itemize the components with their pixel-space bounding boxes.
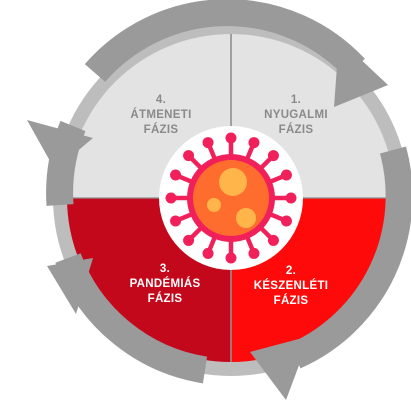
virus-spike-tip xyxy=(248,247,260,259)
virus-spike-tip xyxy=(267,150,279,162)
phase-4-label: 4. ÁTMENETI FÁZIS xyxy=(130,94,191,136)
virus-spikes xyxy=(165,132,297,264)
phase-1-name: NYUGALMI xyxy=(264,109,328,121)
phase-2-number: 2. xyxy=(286,265,296,277)
phase-3-number: 3. xyxy=(160,263,170,275)
virus-spike-tip xyxy=(280,215,292,227)
virus-spot-medium xyxy=(236,208,256,228)
virus-spike-tip xyxy=(225,252,237,264)
virus-spike-tip xyxy=(202,247,214,259)
virus-spike-tip xyxy=(183,150,195,162)
arrowhead-bottom-right xyxy=(250,336,310,400)
phase-2-name: KÉSZENLÉTI xyxy=(254,279,329,292)
phase-2-suffix: FÁZIS xyxy=(274,294,309,307)
phase-3-suffix: FÁZIS xyxy=(148,292,183,305)
phase-1-number: 1. xyxy=(291,94,301,106)
arrowhead-bottom-left xyxy=(47,258,93,314)
virus-spike-tip xyxy=(285,192,297,204)
phase-3-label: 3. PANDÉMIÁS FÁZIS xyxy=(130,263,201,305)
virus-spike-tip xyxy=(165,192,177,204)
virus-spike-tip xyxy=(267,234,279,246)
phase-3-name: PANDÉMIÁS xyxy=(130,277,201,290)
virus-spike-tip xyxy=(202,137,214,149)
virus-spot-small xyxy=(207,198,221,212)
phase-4-name: ÁTMENETI xyxy=(130,108,191,121)
cycle-arrow-right xyxy=(289,146,411,369)
phase-4-number: 4. xyxy=(156,94,166,106)
virus-spike-tip xyxy=(248,137,260,149)
phase-1-label: 1. NYUGALMI FÁZIS xyxy=(264,94,328,136)
virus-spike-tip xyxy=(280,169,292,181)
virus-spot-large xyxy=(219,168,247,196)
virus-spike-tip xyxy=(170,169,182,181)
arrowhead-top-left xyxy=(27,120,93,170)
phase-4-suffix: FÁZIS xyxy=(144,123,179,136)
arrowhead-top-right xyxy=(334,39,388,107)
cycle-arrow-top xyxy=(84,0,365,82)
phase-1-suffix: FÁZIS xyxy=(279,123,314,136)
virus-spike-tip xyxy=(225,132,237,144)
virus-spike-tip xyxy=(170,215,182,227)
virus-spike-tip xyxy=(183,234,195,246)
virus-icon xyxy=(159,126,303,270)
phase-2-label: 2. KÉSZENLÉTI FÁZIS xyxy=(254,265,329,307)
cycle-arrow-heads xyxy=(27,39,388,400)
